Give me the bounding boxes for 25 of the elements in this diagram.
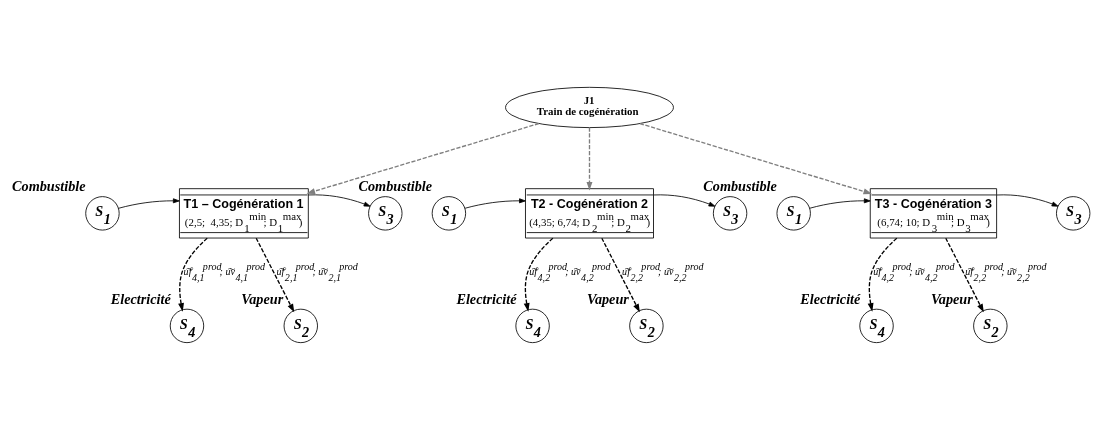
node-label: Electricité xyxy=(110,290,171,307)
node-ellipse: J1 Train de cogénération xyxy=(505,86,674,129)
node-label: Electricité xyxy=(800,290,861,307)
node-label: Combustible xyxy=(703,178,777,195)
arrow xyxy=(523,237,554,312)
arrow xyxy=(586,127,593,191)
node-label: Vapeur xyxy=(241,290,284,307)
arrow xyxy=(178,237,208,312)
node-label: Vapeur xyxy=(586,290,629,307)
node-label: Electricité xyxy=(456,290,517,307)
arrow xyxy=(653,194,716,207)
arrow xyxy=(601,237,640,313)
arrow xyxy=(639,122,872,195)
arrow xyxy=(867,237,898,312)
node-label: Vapeur xyxy=(930,290,973,307)
arrow xyxy=(255,237,295,313)
arrow xyxy=(306,122,540,195)
arrow xyxy=(118,198,180,209)
arrow xyxy=(996,194,1059,207)
arrow xyxy=(809,198,871,209)
arrow xyxy=(945,237,984,313)
node-label: Combustible xyxy=(12,178,86,195)
node-label: Combustible xyxy=(358,178,433,195)
arrow xyxy=(308,194,371,207)
arrow xyxy=(464,198,526,209)
